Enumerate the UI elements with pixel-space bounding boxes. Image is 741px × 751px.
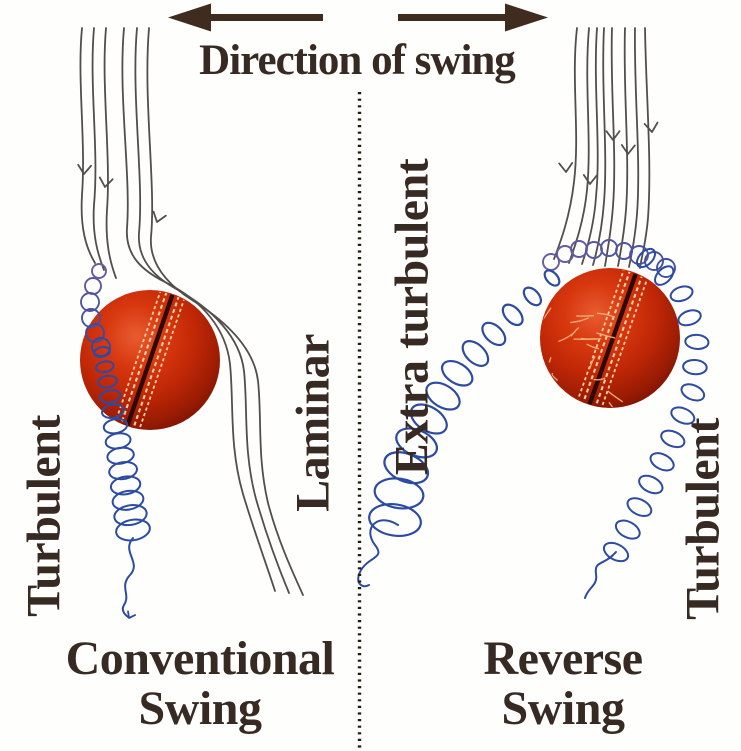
streamline: [91, 27, 105, 271]
streamline: [121, 27, 276, 592]
caption-line-2: Swing: [501, 682, 625, 735]
caption-line-2: Swing: [138, 682, 262, 735]
streamline: [553, 27, 578, 260]
label-extra-turbulent: Extra turbulent: [385, 158, 439, 476]
streamline: [581, 27, 599, 265]
label-turbulent-right: Turbulent: [676, 418, 730, 620]
coil-tail: [584, 551, 617, 599]
streamline: [617, 27, 629, 267]
streamline: [146, 27, 304, 596]
reverse-ball: [540, 268, 680, 408]
streamline: [592, 27, 607, 266]
streamline: [79, 27, 96, 264]
caption-line-1: Reverse: [483, 632, 643, 686]
streamline: [604, 27, 616, 267]
flow-arrow-icons: [77, 121, 659, 223]
caption-line-1: Conventional: [65, 632, 335, 686]
streamline: [568, 27, 590, 264]
coil-tail: [121, 537, 135, 618]
turbulence-coils: [93, 247, 710, 619]
caption-conventional-swing: Conventional Swing: [66, 634, 335, 734]
label-laminar: Laminar: [286, 334, 340, 512]
streamline: [639, 27, 651, 269]
cricket-ball: [540, 268, 680, 408]
streamlines-right: [553, 27, 651, 269]
label-turbulent-left: Turbulent: [17, 415, 71, 617]
conventional-ball: [80, 290, 220, 430]
streamline: [134, 27, 290, 594]
streamline: [103, 27, 117, 279]
streamlines-left: [79, 27, 304, 596]
caption-reverse-swing: Reverse Swing: [483, 632, 643, 735]
ball-seam: [114, 291, 186, 429]
arrow-left-icon: [168, 3, 211, 32]
arrow-right-icon: [505, 3, 548, 32]
coil-tail: [357, 519, 399, 588]
diagram-title: Direction of swing: [199, 37, 516, 84]
swing-direction-arrows: [168, 3, 548, 32]
